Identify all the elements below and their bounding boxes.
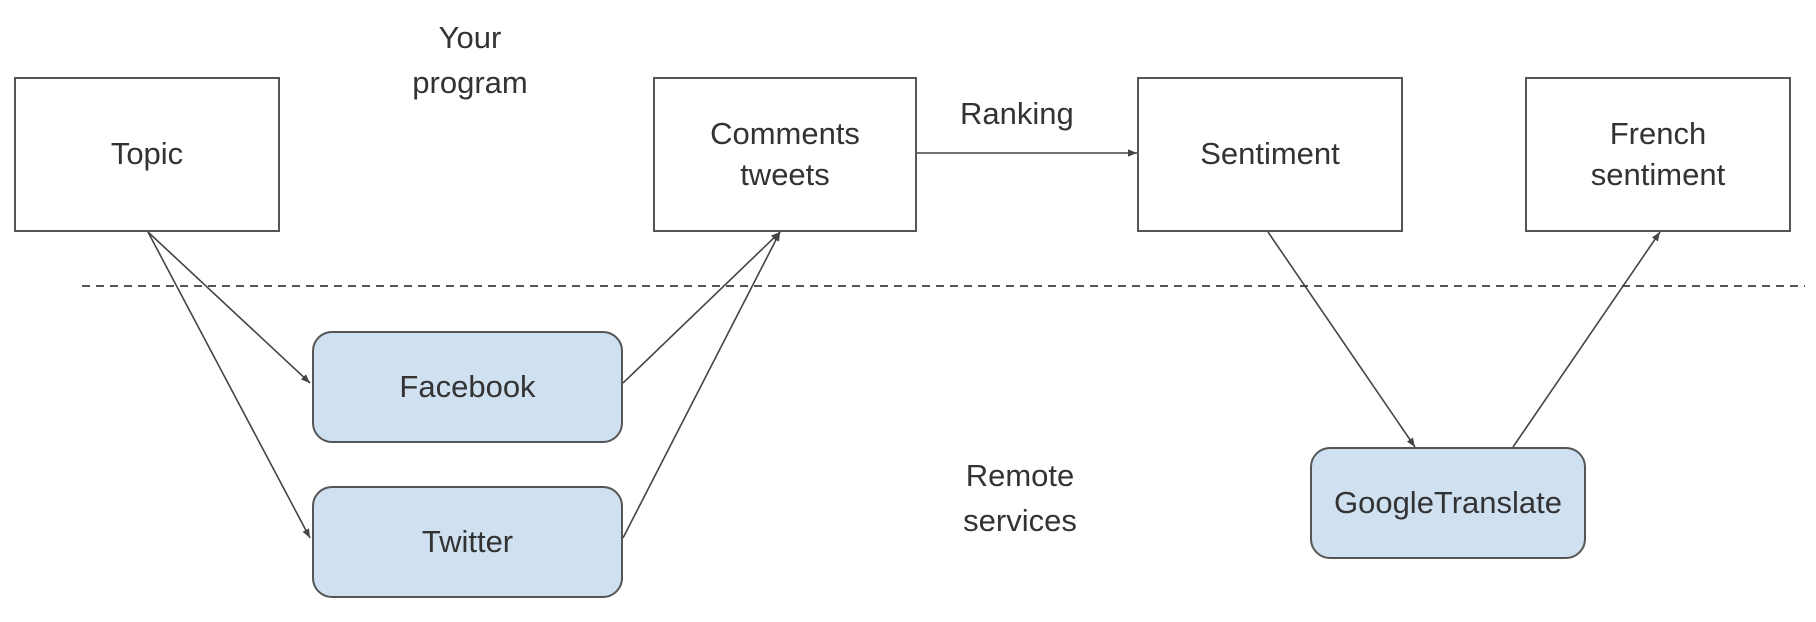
edge-label-ranking: Ranking: [960, 96, 1074, 131]
edge-sentiment-to-googletranslate: [1267, 231, 1416, 448]
node-comments-tweets-label: Comments tweets: [710, 116, 860, 192]
node-french-sentiment-label: French sentiment: [1590, 116, 1726, 192]
node-comments-tweets: Comments tweets: [653, 77, 917, 232]
node-french-sentiment: French sentiment: [1525, 77, 1791, 232]
node-twitter: Twitter: [312, 486, 623, 598]
node-topic-label: Topic: [110, 136, 184, 172]
edge-topic-to-twitter: [147, 231, 311, 539]
node-googletranslate-label: GoogleTranslate: [1333, 484, 1563, 520]
edge-facebook-to-comments: [622, 231, 781, 384]
node-sentiment-label: Sentiment: [1200, 136, 1340, 172]
node-sentiment: Sentiment: [1137, 77, 1403, 232]
edge-twitter-to-comments: [622, 231, 781, 539]
node-facebook-label: Facebook: [399, 368, 536, 404]
node-googletranslate: GoogleTranslate: [1310, 447, 1586, 559]
node-twitter-label: Twitter: [421, 523, 514, 559]
node-topic: Topic: [14, 77, 280, 232]
edge-topic-to-facebook: [147, 231, 311, 384]
edge-googletranslate-to-french-sentiment: [1512, 231, 1661, 448]
node-facebook: Facebook: [312, 331, 623, 443]
region-label-remote-services: Remote services: [963, 458, 1077, 538]
region-label-your-program: Your program: [412, 20, 528, 100]
